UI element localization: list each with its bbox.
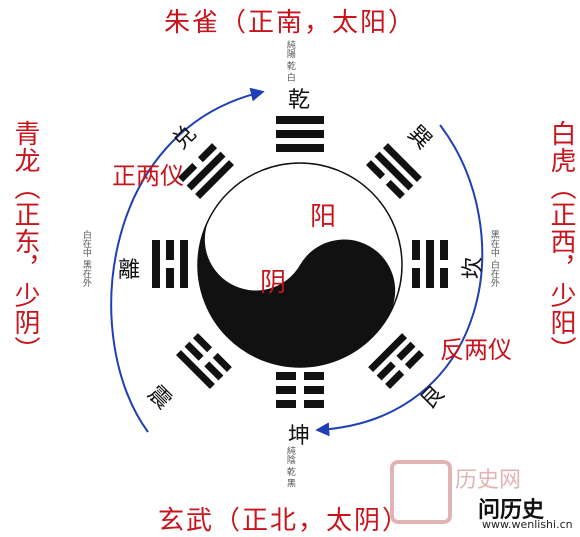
yang-label: 阳: [310, 202, 337, 232]
trigram-gen-lines: [368, 333, 424, 389]
title-top: 朱雀（正南，太阳）: [163, 8, 416, 38]
trigram-xun-lines: [366, 143, 422, 199]
trigram-kan-name: 坎: [461, 256, 487, 280]
label-left: 青龙（正东，少阴）: [10, 120, 40, 363]
trigram-kan-lines: [412, 240, 448, 288]
watermark-faint: 历史网: [455, 468, 522, 493]
note-qian: 純陽 乾 白: [284, 40, 295, 82]
seal-stamp: [390, 460, 452, 524]
watermark-text: 问历史: [478, 498, 545, 523]
yin-label: 阴: [260, 268, 287, 298]
zheng-arrow: [110, 87, 265, 433]
yang-eye: [250, 257, 256, 263]
note-li: 白在中 黑在外: [80, 230, 91, 287]
trigram-zhen-lines: [176, 333, 232, 389]
trigram-kun-lines: [276, 372, 324, 408]
fan-liangyi-label: 反两仪: [440, 336, 512, 364]
note-kan: 黑在中 白在外: [488, 230, 499, 287]
trigram-kun-name: 坤: [288, 424, 311, 449]
trigram-qian-lines: [276, 116, 324, 152]
yin-eye: [342, 259, 348, 265]
trigram-qian-name: 乾: [288, 88, 311, 113]
watermark-site: www.wenlishi.cn: [482, 518, 573, 531]
taiji-symbol: [197, 162, 403, 368]
trigram-li-name: 離: [118, 258, 141, 283]
fan-arrow: [315, 124, 484, 437]
zheng-liangyi-label: 正两仪: [112, 162, 184, 190]
title-bottom: 玄武（正北，太阴）: [158, 506, 411, 536]
trigram-dui-lines: [178, 143, 234, 199]
note-kun: 純陰 乾 黑: [284, 446, 295, 488]
trigram-li-lines: [152, 240, 188, 288]
label-right: 白虎（正西，少阳）: [546, 120, 576, 363]
